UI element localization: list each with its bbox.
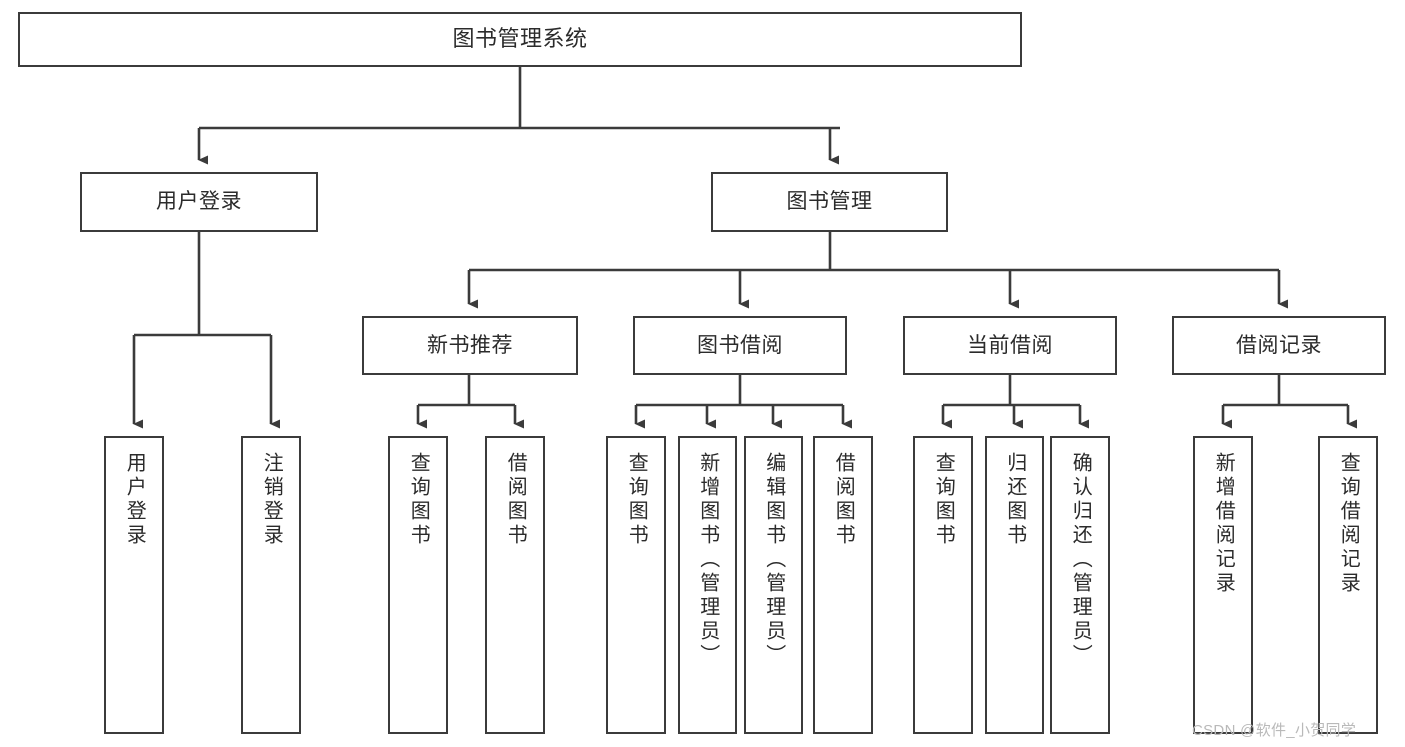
node-book-borrow-label: 图书借阅 <box>697 333 783 357</box>
node-leaf-confirm-return-label: 确认归还（管理员） <box>1069 452 1092 668</box>
node-root[interactable]: 图书管理系统 <box>18 12 1022 67</box>
node-leaf-user-login[interactable]: 用户登录 <box>104 436 164 734</box>
node-current-borrow[interactable]: 当前借阅 <box>903 316 1117 375</box>
node-leaf-query-book-1-label: 查询图书 <box>407 452 430 548</box>
node-user-login-label: 用户登录 <box>156 190 242 214</box>
node-leaf-query-book-3[interactable]: 查询图书 <box>913 436 973 734</box>
node-leaf-query-book-1[interactable]: 查询图书 <box>388 436 448 734</box>
node-leaf-return-book-label: 归还图书 <box>1003 452 1026 548</box>
node-leaf-add-record[interactable]: 新增借阅记录 <box>1193 436 1253 734</box>
node-leaf-borrow-book-2[interactable]: 借阅图书 <box>813 436 873 734</box>
node-leaf-return-book[interactable]: 归还图书 <box>985 436 1044 734</box>
node-book-manage-label: 图书管理 <box>786 190 873 214</box>
node-leaf-user-logout-label: 注销登录 <box>260 452 283 548</box>
node-leaf-add-record-label: 新增借阅记录 <box>1212 452 1235 596</box>
node-leaf-confirm-return[interactable]: 确认归还（管理员） <box>1050 436 1110 734</box>
csdn-watermark: CSDN @软件_小贺同学 <box>1192 722 1357 739</box>
node-leaf-user-login-label: 用户登录 <box>123 452 146 548</box>
node-leaf-edit-book-label: 编辑图书（管理员） <box>762 452 785 668</box>
node-leaf-borrow-book-1[interactable]: 借阅图书 <box>485 436 545 734</box>
node-borrow-record[interactable]: 借阅记录 <box>1172 316 1386 375</box>
node-leaf-edit-book[interactable]: 编辑图书（管理员） <box>744 436 803 734</box>
node-leaf-query-book-3-label: 查询图书 <box>932 452 955 548</box>
node-leaf-user-logout[interactable]: 注销登录 <box>241 436 301 734</box>
node-leaf-query-record-label: 查询借阅记录 <box>1337 452 1360 596</box>
node-borrow-record-label: 借阅记录 <box>1236 333 1322 357</box>
node-book-borrow[interactable]: 图书借阅 <box>633 316 847 375</box>
node-leaf-borrow-book-2-label: 借阅图书 <box>832 452 855 548</box>
node-current-borrow-label: 当前借阅 <box>967 333 1053 357</box>
node-leaf-query-record[interactable]: 查询借阅记录 <box>1318 436 1378 734</box>
node-book-manage[interactable]: 图书管理 <box>711 172 948 232</box>
node-leaf-add-book[interactable]: 新增图书（管理员） <box>678 436 737 734</box>
node-leaf-query-book-2[interactable]: 查询图书 <box>606 436 666 734</box>
node-leaf-borrow-book-1-label: 借阅图书 <box>504 452 527 548</box>
node-user-login[interactable]: 用户登录 <box>80 172 318 232</box>
node-new-book-recommend-label: 新书推荐 <box>427 333 513 357</box>
node-leaf-query-book-2-label: 查询图书 <box>625 452 648 548</box>
node-root-label: 图书管理系统 <box>452 26 588 52</box>
node-leaf-add-book-label: 新增图书（管理员） <box>696 452 719 668</box>
node-new-book-recommend[interactable]: 新书推荐 <box>362 316 578 375</box>
